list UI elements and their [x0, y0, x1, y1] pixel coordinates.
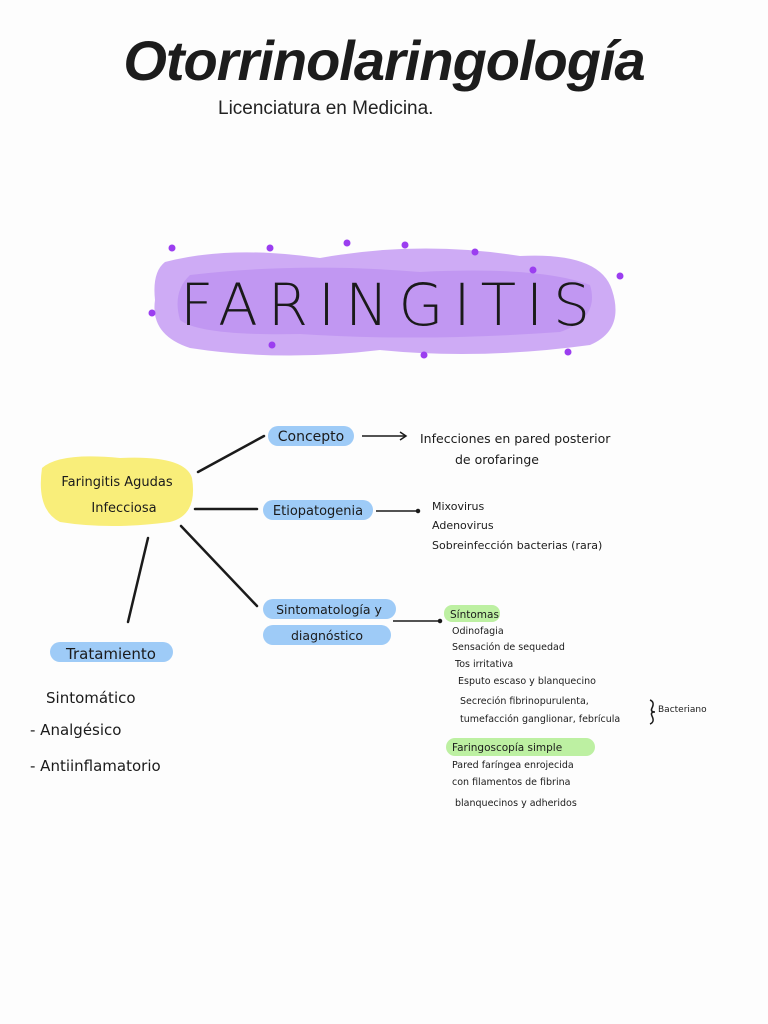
- faringoscopia-1: Pared faríngea enrojecida: [452, 760, 574, 771]
- etiopatogenia-highlight: [263, 500, 373, 520]
- faringoscopia-2: con filamentos de fibrina: [452, 777, 570, 788]
- center-node-line1: Faringitis Agudas: [61, 475, 173, 490]
- etio-item-3: Sobreinfección bacterias (rara): [432, 539, 602, 552]
- page-subtitle: Licenciatura en Medicina.: [218, 98, 434, 119]
- sintomas-title: Síntomas: [450, 609, 499, 621]
- tratamiento-highlight: [50, 642, 173, 662]
- faringoscopia-title: Faringoscopía simple: [452, 742, 562, 754]
- sintoma-2: Sensación de sequedad: [452, 642, 565, 653]
- center-highlight: [40, 456, 194, 526]
- page-title: Otorrinolaringología: [123, 29, 645, 92]
- sintoma-6: tumefacción ganglionar, febrícula: [460, 714, 620, 725]
- concepto-line1: Infecciones en pared posterior: [420, 431, 611, 446]
- sintomatologia-label-1: Sintomatología y: [276, 602, 382, 617]
- connector-lines: [126, 434, 266, 624]
- banner-highlight: [154, 248, 616, 356]
- tratamiento-label: Tratamiento: [65, 645, 156, 663]
- concepto-highlight: [268, 426, 354, 446]
- faringoscopia-3: blanquecinos y adheridos: [455, 798, 577, 809]
- concepto-line2: de orofaringe: [455, 452, 539, 467]
- sintoma-3: Tos irritativa: [454, 659, 513, 670]
- concepto-label: Concepto: [278, 429, 344, 445]
- sintomatologia-label-2: diagnóstico: [291, 628, 363, 643]
- sintomatologia-highlight-2: [263, 625, 391, 645]
- sintomas-highlight: [444, 605, 500, 622]
- etio-item-2: Adenovirus: [432, 519, 494, 532]
- arrows: [362, 431, 656, 725]
- etio-item-1: Mixovirus: [432, 500, 485, 513]
- sintomatologia-highlight-1: [263, 599, 396, 619]
- tratamiento-item-1: Sintomático: [46, 689, 136, 707]
- sintoma-4: Esputo escaso y blanquecino: [458, 676, 596, 687]
- tratamiento-item-3: - Antiinflamatorio: [30, 757, 161, 775]
- faringoscopia-highlight: [446, 738, 595, 756]
- banner-dots: [148, 239, 624, 359]
- banner-word: FARINGITIS: [180, 271, 600, 339]
- bracket-note: Bacteriano: [658, 705, 707, 715]
- center-node-line2: Infecciosa: [91, 501, 156, 516]
- etiopatogenia-label: Etiopatogenia: [273, 504, 363, 519]
- sintoma-5: Secreción fibrinopurulenta,: [460, 696, 589, 707]
- tratamiento-item-2: - Analgésico: [30, 721, 121, 739]
- sintoma-1: Odinofagia: [452, 626, 504, 637]
